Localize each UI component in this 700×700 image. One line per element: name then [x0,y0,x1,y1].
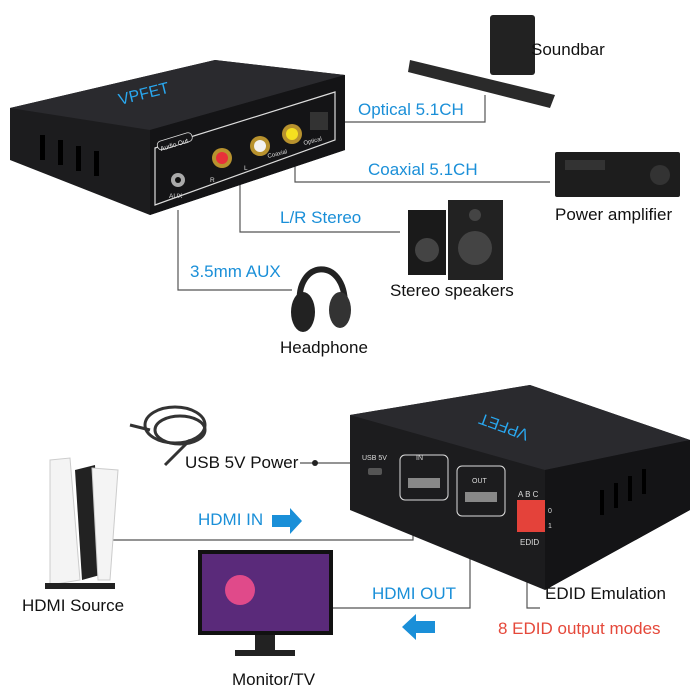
stereo-line [239,178,400,233]
stereo-speakers-image [408,200,503,280]
monitor-label: Monitor/TV [232,670,316,689]
speakers-label: Stereo speakers [390,281,514,300]
dip-letters: A B C [518,490,539,499]
monitor-image [198,550,333,656]
dip-state-0: 0 [548,508,552,515]
dip-label: EDID [520,538,539,547]
headphone-image [291,266,351,332]
stereo-label: L/R Stereo [280,208,362,227]
audio-converter-device: VPFET Audio Out AUX R L Coaxial Optical [10,60,345,215]
dip-state-1: 1 [548,523,552,530]
game-console-image [45,457,119,589]
aux-port-label: AUX [169,193,183,200]
edid-modes-label: 8 EDID output modes [498,619,661,638]
hdmi-in-port-label: IN [416,455,423,462]
usb-cable-image [129,405,207,467]
l-port-label: L [244,165,248,172]
soundbar-image [408,15,555,108]
hdmi-extractor-device: VPFET USB 5V IN OUT A B C 0 1 EDID [350,385,690,590]
dip-switch[interactable] [517,500,545,532]
headphone-label: Headphone [280,338,368,357]
coaxial-line [294,160,550,183]
r-port-label: R [210,177,215,184]
coaxial-port-label: Coaxial [267,149,288,160]
hdmi-out-port-label: OUT [472,478,488,485]
usb-label: USB 5V Power [185,453,299,472]
optical-label: Optical 5.1CH [358,100,464,119]
power-amplifier-image [555,152,680,197]
hdmi-out-arrow-icon [402,614,435,640]
coaxial-label: Coaxial 5.1CH [368,160,478,179]
soundbar-label: Soundbar [531,40,605,59]
usb-port-label: USB 5V [362,455,387,462]
aux-label: 3.5mm AUX [190,262,281,281]
hdmi-out-label: HDMI OUT [372,584,457,603]
edid-label: EDID Emulation [545,584,666,603]
hdmi-in-arrow-icon [272,508,302,534]
source-label: HDMI Source [22,596,125,615]
amplifier-label: Power amplifier [555,205,673,224]
aux-line [177,210,292,291]
hdmi-in-label: HDMI IN [198,510,264,529]
optical-port-label: Optical [303,137,323,147]
